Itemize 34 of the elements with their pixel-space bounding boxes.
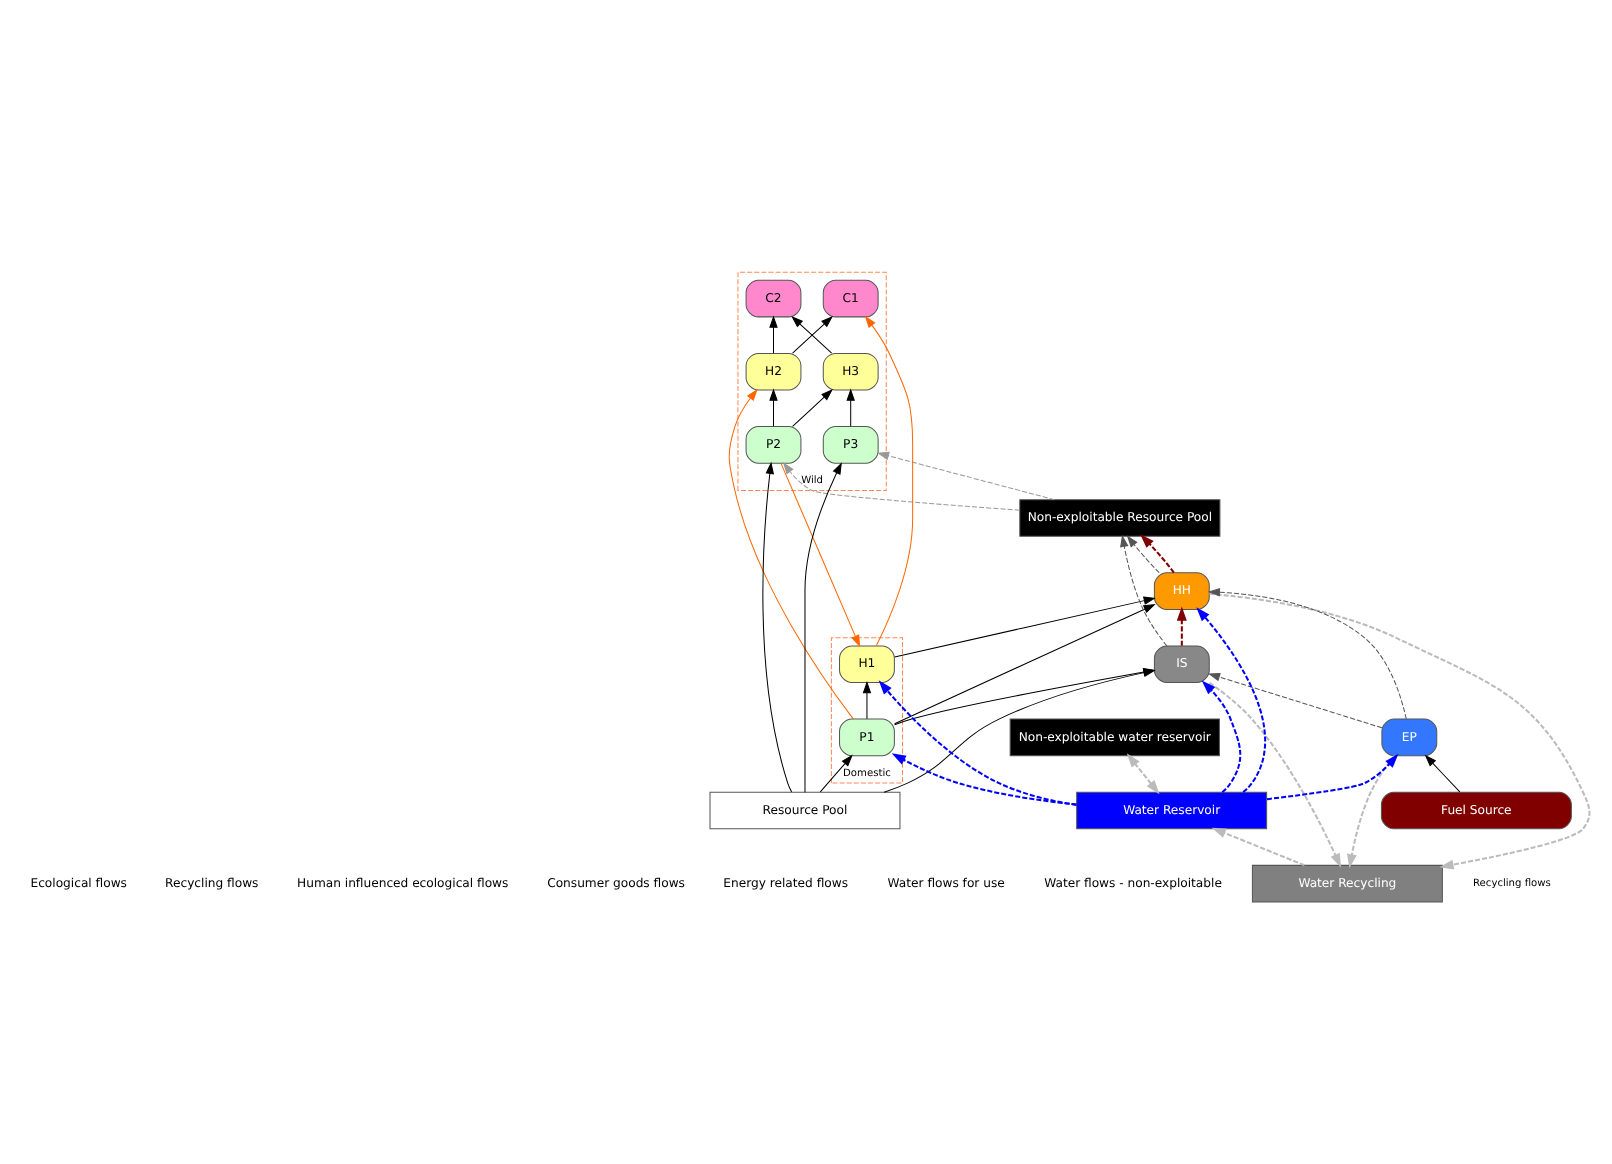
arrow <box>1347 754 1396 868</box>
arrow <box>1207 587 1407 719</box>
arrow <box>894 595 1156 657</box>
arrow <box>1207 672 1383 728</box>
arrow <box>894 603 1156 724</box>
arrow <box>878 679 1077 805</box>
arrow <box>782 461 1021 510</box>
arrow <box>1211 826 1305 866</box>
arrow <box>1140 533 1175 573</box>
arrow <box>1266 752 1399 800</box>
arrow <box>1201 679 1242 792</box>
arrow <box>762 460 793 792</box>
arrow <box>894 666 1156 725</box>
arrow <box>769 387 778 426</box>
arrow <box>1209 591 1591 869</box>
arrow <box>862 680 872 719</box>
arrow <box>1208 680 1342 867</box>
arrow <box>1126 534 1160 573</box>
arrow <box>1196 606 1267 792</box>
arrow <box>876 450 1055 500</box>
arrow <box>1176 605 1187 645</box>
arrow <box>819 753 853 792</box>
arrow <box>804 461 842 792</box>
arrow <box>1120 533 1168 646</box>
arrow <box>792 388 833 426</box>
arrow <box>1126 752 1160 794</box>
arrow <box>883 667 1156 792</box>
arrow <box>1424 753 1461 792</box>
arrow <box>769 314 778 353</box>
arrow <box>846 387 855 426</box>
arrow <box>891 752 1077 805</box>
arrow <box>864 314 914 646</box>
arrow <box>780 461 861 647</box>
arrow <box>728 387 854 719</box>
